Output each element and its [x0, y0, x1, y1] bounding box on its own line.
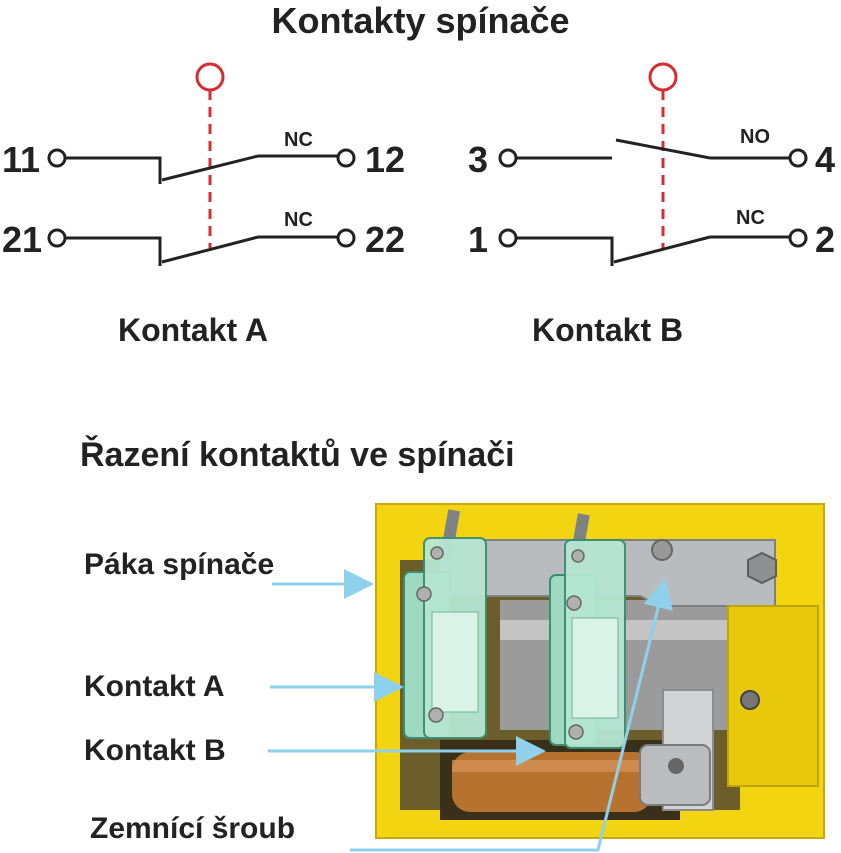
- contact-b-symbol: 3 4 NO 1 2 NC Kontakt B: [468, 62, 835, 348]
- contact-b-top-type: NO: [740, 126, 770, 148]
- terminal-22: 22: [365, 219, 405, 260]
- terminal-4: 4: [815, 139, 835, 180]
- label-lever: Páka spínače: [84, 548, 275, 581]
- terminal-1: 1: [468, 219, 488, 260]
- switch-photo: [375, 503, 825, 839]
- terminal-21: 21: [2, 219, 42, 260]
- photo-title: Řazení kontaktů ve spínači: [80, 436, 515, 474]
- page-title: Kontakty spínače: [271, 0, 570, 41]
- contact-a-label: Kontakt A: [118, 312, 268, 348]
- terminal-12: 12: [365, 139, 405, 180]
- actuator-head-a: [195, 62, 225, 92]
- label-ground-screw: Zemnící šroub: [90, 812, 296, 845]
- callout-arrows: [268, 569, 673, 852]
- contact-a-symbol: 11 12 NC 21 22 NC Kontakt A: [2, 62, 405, 348]
- label-contact-a: Kontakt A: [84, 670, 225, 703]
- contact-b-bottom-type: NC: [736, 207, 765, 229]
- contact-a-module: [403, 537, 487, 739]
- actuator-head-b: [648, 62, 678, 92]
- contact-b-module: [549, 539, 626, 749]
- label-contact-b: Kontakt B: [84, 734, 226, 767]
- terminal-3: 3: [468, 139, 488, 180]
- contact-b-label: Kontakt B: [532, 312, 683, 348]
- terminal-2: 2: [815, 219, 835, 260]
- contact-a-bottom-type: NC: [284, 209, 313, 231]
- terminal-11: 11: [2, 139, 40, 180]
- contact-a-top-type: NC: [284, 129, 313, 151]
- arrow-screw: [350, 578, 673, 852]
